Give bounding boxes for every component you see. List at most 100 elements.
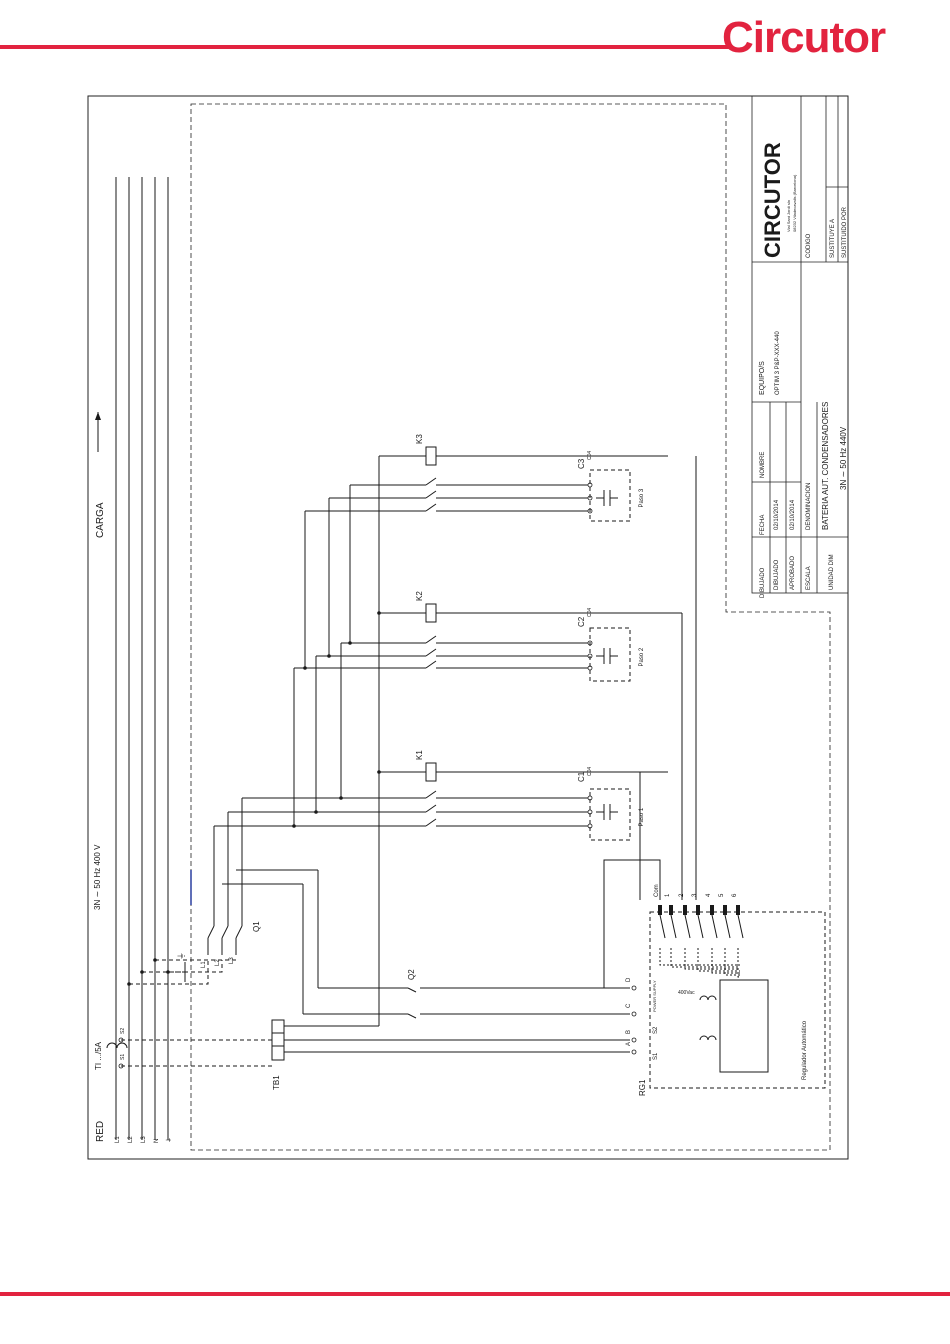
tb-subtitle: 3N ∼ 50 Hz 440V [839, 426, 848, 490]
network-label: RED [95, 1121, 106, 1142]
q2-label: Q2 [407, 969, 416, 980]
output-label-3: 3 [692, 893, 698, 897]
header-rule [0, 45, 730, 49]
bus-label-1: L1 [115, 1136, 121, 1143]
supply-label: 3N ∼ 50 Hz 400 V [93, 844, 102, 910]
output-label-6: 6 [732, 893, 738, 897]
c2-code-label: C04 [587, 608, 593, 617]
output-label-1: 1 [665, 893, 671, 897]
k3-label: K3 [415, 434, 424, 444]
regulator-ref-label: RG1 [638, 1079, 647, 1096]
output-label-Com: Com [654, 884, 660, 897]
step-3-label: Paso 3 [639, 488, 645, 507]
regulator-s2-label: S2 [653, 1026, 659, 1034]
k2-contact-2 [425, 635, 437, 644]
k2-contact-1 [425, 648, 437, 657]
coil-tap-1 [377, 770, 381, 774]
tb-company-line-1: Vial Sant Jordi s/n [786, 200, 791, 232]
regulator-power-label: 400Vac [678, 990, 695, 996]
regulator-terminal-D [631, 985, 637, 991]
earth-label: ⏚ [177, 952, 186, 960]
k1-coil [425, 762, 437, 782]
k2-coil [425, 603, 437, 623]
q1-feeder-1 [129, 960, 209, 985]
output-terminal-5 [723, 905, 727, 915]
step-2-label: Paso 2 [639, 647, 645, 666]
regulator-label: Regulador Automático [802, 1020, 808, 1080]
regulator-com-wire [603, 859, 661, 988]
tb-row-drawn-label: DIBUJADO [760, 567, 766, 598]
step-3-box [589, 469, 631, 522]
output-bus-1 [670, 948, 740, 968]
enclosure-outline [190, 103, 831, 1151]
output-terminal-2 [683, 905, 687, 915]
q1-phase-label-1: L1 [201, 961, 207, 968]
step-1-box [589, 788, 631, 841]
k1-contact-2 [425, 790, 437, 799]
k2-contact-0 [425, 660, 437, 669]
bus-label-5: ⏚ [166, 1137, 173, 1143]
tb-equipment-value: OPTIM 3 P&P-XXX-440 [775, 331, 781, 395]
regulator-terminal-label-B: B [626, 1030, 632, 1034]
output-bus-Com [659, 948, 740, 966]
output-bus-2 [684, 948, 740, 970]
q1-blade-2 [221, 925, 229, 939]
output-terminal-3 [696, 905, 700, 915]
q2-contact-a [407, 987, 417, 993]
output-relay-5 [724, 914, 731, 939]
ct-label: TI .../5A [94, 1041, 103, 1070]
q1-blade-1 [207, 925, 215, 939]
title-block [751, 95, 849, 594]
q1-feeder-2 [142, 960, 223, 973]
tb-col-equipment: EQUIPO/S [759, 361, 766, 395]
regulator-terminal-A [631, 1049, 637, 1055]
output-terminal-Com [658, 905, 662, 915]
output-relay-Com [659, 914, 666, 939]
regulator-terminal-C [631, 1011, 637, 1017]
tb-row-1-date: 02/10/2014 [774, 499, 780, 530]
drawing-frame [87, 95, 849, 1160]
ct-s2-label: S2 [120, 1028, 126, 1034]
k3-coil [425, 446, 437, 466]
output-relay-2 [684, 914, 691, 939]
output-relay-6 [737, 914, 744, 939]
tb1-block [271, 1019, 285, 1061]
regulator-pt-coil [699, 995, 717, 1001]
output-bus-5 [724, 948, 740, 976]
regulator-terminal-B [631, 1037, 637, 1043]
tb-logo: CIRCUTOR [760, 142, 785, 258]
output-relay-1 [670, 914, 677, 939]
output-bus-3 [697, 948, 740, 972]
coil-tap-2 [377, 611, 381, 615]
k3-contact-2 [425, 477, 437, 486]
output-terminal-6 [736, 905, 740, 915]
regulator-terminal-label-A: A [626, 1042, 632, 1046]
ct-s1-label: S1 [120, 1054, 126, 1060]
output-label-5: 5 [719, 893, 725, 897]
load-label: CARGA [95, 502, 106, 538]
tb-row-4-label: UNIDAD DIM [829, 554, 835, 590]
output-bus-6 [737, 948, 740, 978]
bus-label-3: L3 [141, 1136, 147, 1143]
tb-row-3-label: ESCALA [806, 566, 812, 590]
c2-label: C2 [577, 616, 586, 627]
step-1-label: Paso 1 [639, 807, 645, 826]
bus-label-4: N [154, 1139, 160, 1143]
q1-phase-label-2: L2 [215, 959, 221, 966]
c3-code-label: C04 [587, 451, 593, 460]
tb-title: BATERIA AUT. CONDENSADORES [821, 402, 830, 530]
k1-contact-0 [425, 818, 437, 827]
brand-logo: Circutor [722, 13, 886, 62]
step-2-box [589, 627, 631, 682]
regulator-terminal-label-C: C [626, 1003, 632, 1008]
k1-contact-1 [425, 804, 437, 813]
tb1-label: TB1 [272, 1075, 281, 1090]
q1-label: Q1 [252, 921, 261, 932]
tb-replaced-by: SUSTITUIDO POR [842, 206, 848, 258]
tb-col-name: NOMBRE [760, 452, 766, 478]
output-bus-4 [711, 948, 740, 974]
k2-label: K2 [415, 591, 424, 601]
regulator-supply-label: POWER SUPPLY [652, 980, 657, 1012]
output-terminal-1 [669, 905, 673, 915]
